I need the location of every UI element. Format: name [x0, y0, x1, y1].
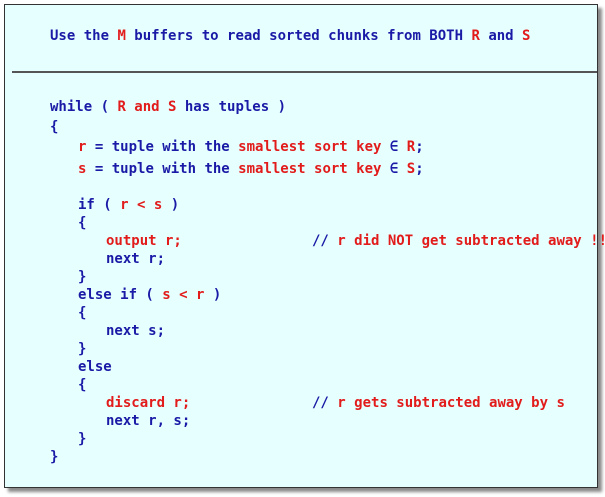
semicolon: ; — [415, 161, 424, 177]
header-text: Use the M buffers to read sorted chunks … — [50, 27, 530, 45]
comment-subtracted: // r gets subtracted away by s — [312, 394, 565, 412]
code-line-r-assign: r = tuple with the smallest sort key ∈ R… — [78, 138, 424, 156]
brace: } — [78, 341, 87, 357]
brace: { — [78, 215, 87, 231]
comment-slashes: // — [312, 233, 338, 249]
code-line-s-assign: s = tuple with the smallest sort key ∈ S… — [78, 160, 424, 178]
brace: { — [78, 377, 87, 393]
element-of-symbol: ∈ — [381, 161, 407, 177]
output-statement: output r; — [106, 233, 182, 249]
slide-panel: Use the M buffers to read sorted chunks … — [4, 4, 605, 488]
while-keyword: while ( — [50, 99, 118, 115]
code-line-open-brace: { — [50, 118, 58, 136]
header-r: R — [471, 28, 480, 44]
code-line-while: while ( R and S has tuples ) — [50, 98, 286, 116]
divider — [12, 71, 597, 73]
code-line-next-rs: next r, s; — [106, 412, 190, 430]
comment-slashes: // — [312, 395, 338, 411]
discard-statement: discard r; — [106, 395, 191, 411]
paren-close: ) — [162, 197, 180, 213]
while-tail: has tuples ) — [176, 99, 287, 115]
semicolon: ; — [415, 139, 424, 155]
var-s: s — [78, 161, 87, 177]
brace: } — [50, 449, 59, 465]
header-s: S — [522, 28, 531, 44]
code-line-open-brace: { — [78, 214, 86, 232]
smallest-sort-key: smallest sort key — [238, 139, 382, 155]
header-part: buffers to read sorted chunks from BOTH — [125, 28, 472, 44]
brace: { — [78, 305, 87, 321]
var-r: r — [78, 139, 87, 155]
code-line-close-brace: } — [78, 340, 86, 358]
next-s-statement: next s; — [106, 323, 166, 339]
else-if-keyword: else if ( — [78, 287, 163, 303]
header-part: Use the — [50, 28, 118, 44]
code-line-if: if ( r < s ) — [78, 196, 179, 214]
code-line-close-brace: } — [78, 268, 86, 286]
brace: } — [78, 269, 87, 285]
while-condition: R and S — [117, 99, 177, 115]
code-line-next-r: next r; — [106, 250, 165, 268]
if-keyword: if ( — [78, 197, 121, 213]
next-r-statement: next r; — [106, 251, 166, 267]
comment-text: r gets subtracted away by s — [337, 395, 565, 411]
code-line-else: else — [78, 358, 112, 376]
element-of-symbol: ∈ — [381, 139, 407, 155]
header-part: and — [479, 28, 523, 44]
if-condition: r < s — [120, 197, 163, 213]
comment-text: r did NOT get subtracted away !! — [337, 233, 605, 249]
comment-not-subtracted: // r did NOT get subtracted away !! — [312, 232, 605, 250]
code-line-close-brace-outer: } — [50, 448, 58, 466]
code-line-open-brace: { — [78, 376, 86, 394]
code-line-close-brace: } — [78, 430, 86, 448]
else-if-condition: s < r — [162, 287, 205, 303]
code-line-next-s: next s; — [106, 322, 165, 340]
code-line-else-if: else if ( s < r ) — [78, 286, 221, 304]
relation-s: S — [406, 161, 416, 177]
next-rs-statement: next r, s; — [106, 413, 191, 429]
relation-r: R — [406, 139, 416, 155]
assign-text: = tuple with the — [86, 161, 239, 177]
paren-close: ) — [204, 287, 222, 303]
code-line-output: output r; // r did NOT get subtracted awa… — [106, 232, 605, 250]
brace: { — [50, 119, 59, 135]
code-line-open-brace: { — [78, 304, 86, 322]
brace: } — [78, 431, 87, 447]
header-m: M — [117, 28, 126, 44]
else-keyword: else — [78, 359, 112, 375]
smallest-sort-key: smallest sort key — [238, 161, 382, 177]
code-line-discard: discard r; // r gets subtracted away by s — [106, 394, 565, 412]
assign-text: = tuple with the — [86, 139, 239, 155]
